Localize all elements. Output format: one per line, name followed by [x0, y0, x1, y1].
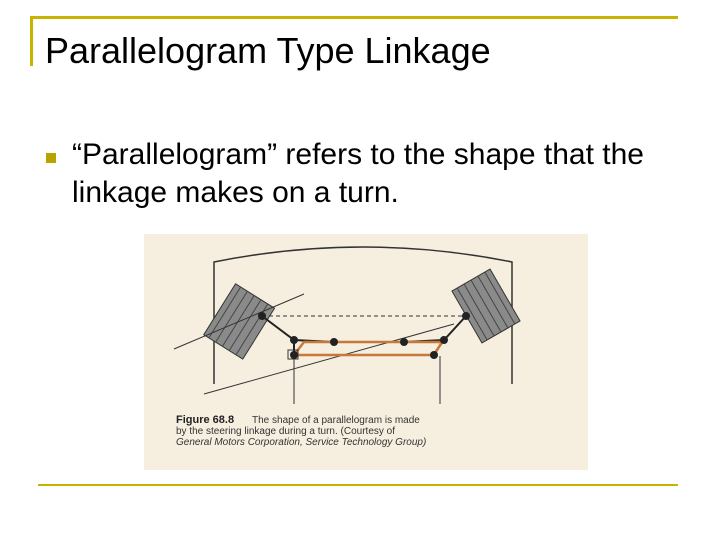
steering-linkage-figure: Figure 68.8 The shape of a parallelogram…	[144, 234, 588, 470]
bottom-rule	[38, 484, 678, 486]
figure-background	[144, 234, 588, 470]
pivot-point	[290, 351, 298, 359]
figure-caption-line-2: by the steering linkage during a turn. (…	[176, 426, 395, 437]
vehicle-outline	[213, 246, 513, 384]
pivot-point	[430, 351, 438, 359]
pivot-point	[440, 336, 448, 344]
pivot-point	[462, 312, 470, 320]
center-axis-line	[203, 323, 455, 395]
figure-caption-label: Figure 68.8	[176, 414, 234, 426]
linkage-diagram: Figure 68.8 The shape of a parallelogram…	[144, 234, 588, 470]
pitman-arm-box	[287, 349, 299, 360]
bullet-text: “Parallelogram” refers to the shape that…	[72, 138, 644, 209]
title-frame-top-rule	[30, 16, 678, 19]
bullet-square-icon	[46, 153, 56, 163]
title-frame-left-rule	[30, 16, 33, 66]
figure-caption-line-3: General Motors Corporation, Service Tech…	[176, 437, 426, 448]
slide-title: Parallelogram Type Linkage	[45, 30, 491, 71]
pivot-point	[290, 336, 298, 344]
pivot-point	[330, 338, 338, 346]
left-axis-line	[173, 293, 305, 350]
pivot-point	[258, 312, 266, 320]
figure-caption-line-1: The shape of a parallelogram is made	[252, 415, 420, 426]
pivot-point	[400, 338, 408, 346]
